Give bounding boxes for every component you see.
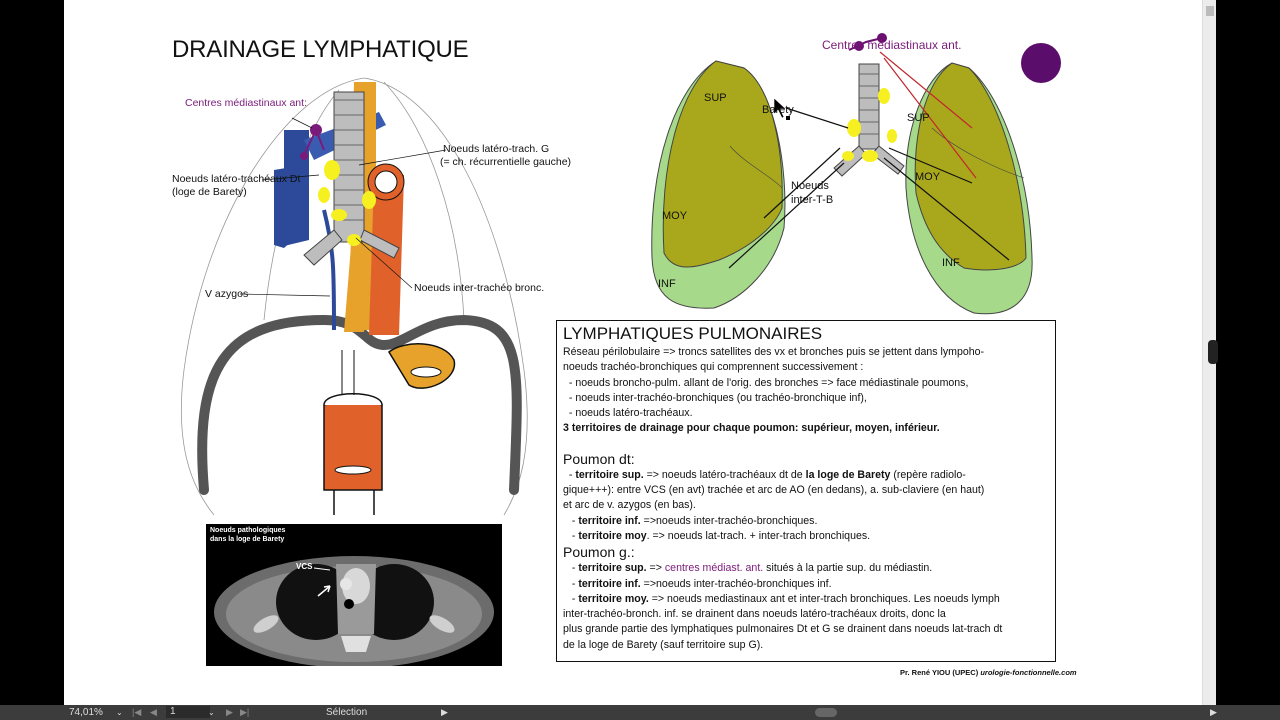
text-line: - noeuds inter-trachéo-bronchiques (ou t… [563, 391, 867, 404]
g-sup-centres: centres médiast. ant. [664, 562, 764, 575]
text-line: - territoire moy. => noeuds mediastinaux… [563, 592, 1000, 605]
text-line: gique+++): entre VCS (en avt) trachée et… [563, 484, 985, 497]
slide-page: DRAINAGE LYMPHATIQUE [64, 0, 1202, 705]
ct-label-vcs: VCS [296, 562, 313, 571]
g-sup-term: territoire sup. [578, 562, 647, 575]
prev-page-icon[interactable]: ◀ [150, 707, 157, 717]
page-dropdown-chevron-icon[interactable]: ⌄ [208, 708, 215, 717]
label-sup-right: SUP [907, 112, 930, 124]
lung-diagram [651, 33, 1033, 315]
zoom-dropdown-chevron-icon[interactable]: ⌄ [116, 708, 123, 717]
text-line: de la loge de Barety (sauf territoire su… [563, 638, 764, 651]
label-barety: Barety [762, 104, 794, 116]
g-inf-text: =>noeuds inter-trachéo-bronchiques inf. [640, 577, 832, 590]
g-moy-term: territoire moy. [578, 592, 649, 605]
page-number-field[interactable]: 1 [166, 706, 210, 718]
tool-mode: Sélection [326, 707, 368, 718]
text-line: plus grande partie des lymphatiques pulm… [563, 623, 1003, 636]
textbox-heading: LYMPHATIQUES PULMONAIRES [563, 324, 823, 343]
poumon-g-heading: Poumon g.: [563, 544, 635, 561]
text-line: - territoire inf. =>noeuds inter-trachéo… [563, 514, 818, 527]
ct-caption-2: dans la loge de Barety [210, 536, 285, 543]
label-centres-mediastinaux: Centres médiastinaux ant: [185, 97, 307, 109]
right-gutter [1208, 0, 1280, 705]
label-moy-right: MOY [915, 171, 941, 183]
text-line: - territoire sup. => centres médiast. an… [563, 562, 933, 575]
text-line: - noeuds latéro-trachéaux. [563, 407, 693, 420]
g-sup-text-2: situés à la partie sup. du médiastin. [763, 562, 933, 575]
author-credit: Pr. René YIOU (UPEC) urologie-fonctionne… [900, 668, 1077, 677]
dt-moy-text: . => noeuds lat-trach. + inter-trach bro… [646, 529, 871, 542]
g-moy-text: => noeuds mediastinaux ant et inter-trac… [648, 592, 1000, 605]
label-noeuds-1: Noeuds [791, 180, 829, 192]
text-line: - noeuds broncho-pulm. allant de l'orig.… [563, 376, 969, 389]
credit-site: urologie-fonctionnelle.com [980, 668, 1077, 677]
slide-title: DRAINAGE LYMPHATIQUE [172, 36, 469, 63]
text-line-bold: 3 territoires de drainage pour chaque po… [563, 422, 940, 435]
dt-moy-term: territoire moy [578, 529, 647, 542]
horizontal-scroll-thumb[interactable] [815, 708, 837, 717]
g-sup-text: => [646, 562, 665, 575]
text-line: inter-trachéo-bronch. inf. se drainent d… [563, 608, 946, 621]
label-centres-ant: Centres médiastinaux ant. [822, 38, 962, 52]
text-box-lymphatiques: LYMPHATIQUES PULMONAIRES Réseau périlobu… [556, 320, 1056, 662]
label-laterotrach-g-2: (= ch. récurrentielle gauche) [440, 156, 572, 168]
ct-scan-image: Noeuds pathologiques dans la loge de Bar… [206, 524, 502, 666]
label-inf-right: INF [942, 257, 960, 269]
side-handle[interactable] [1208, 340, 1218, 364]
text-line: - territoire sup. => noeuds latéro-trach… [563, 468, 966, 481]
label-inf-left: INF [658, 278, 676, 290]
dt-sup-barety: la loge de Barety [805, 468, 891, 481]
label-laterotrach-dt-2: (loge de Barety) [172, 186, 247, 198]
next-page-icon[interactable]: ▶ [226, 707, 233, 717]
g-inf-term: territoire inf. [578, 577, 641, 590]
text-line: - territoire moy. => noeuds lat-trach. +… [563, 529, 871, 542]
label-laterotrach-dt-1: Noeuds latéro-trachéaux Dt [172, 173, 301, 185]
text-line: noeuds trachéo-bronchiques qui comprenne… [563, 361, 864, 374]
scrollbar-thumb[interactable] [1206, 6, 1214, 16]
first-page-icon[interactable]: |◀ [132, 707, 142, 717]
mediastinum-diagram [181, 77, 528, 516]
scroll-right-icon[interactable]: ▶ [1210, 707, 1217, 717]
label-azygos: V azygos [205, 288, 249, 300]
poumon-dt-heading: Poumon dt: [563, 450, 635, 467]
label-inter-tracheo: Noeuds inter-trachéo bronc. [414, 282, 545, 294]
ct-caption-1: Noeuds pathologiques [210, 527, 286, 534]
zoom-level[interactable]: 74,01% [69, 707, 103, 718]
dt-inf-term: territoire inf. [578, 514, 641, 527]
label-laterotrach-g-1: Noeuds latéro-trach. G [443, 143, 550, 155]
dt-sup-text: => noeuds latéro-trachéaux dt de [643, 468, 806, 481]
dt-sup-term: territoire sup. [575, 468, 644, 481]
label-moy-left: MOY [662, 210, 688, 222]
text-line: et arc de v. azygos (en bas). [563, 499, 696, 512]
text-line: - territoire inf. =>noeuds inter-trachéo… [563, 577, 832, 590]
text-line: Réseau périlobulaire => troncs satellite… [563, 346, 985, 358]
credit-author: Pr. René YIOU (UPEC) [900, 668, 981, 677]
play-icon[interactable]: ▶ [441, 707, 448, 717]
status-bar: 74,01% ⌄ |◀ ◀ 1 ⌄ ▶ ▶| Sélection ▶ ▶ [0, 705, 1280, 720]
purple-circle-marker [1021, 43, 1061, 83]
label-sup-left: SUP [704, 92, 727, 104]
dt-sup-text-2: (repère radiolo- [890, 468, 966, 481]
label-noeuds-2: inter-T-B [791, 194, 834, 206]
dt-inf-text: =>noeuds inter-trachéo-bronchiques. [640, 514, 818, 527]
last-page-icon[interactable]: ▶| [240, 707, 250, 717]
